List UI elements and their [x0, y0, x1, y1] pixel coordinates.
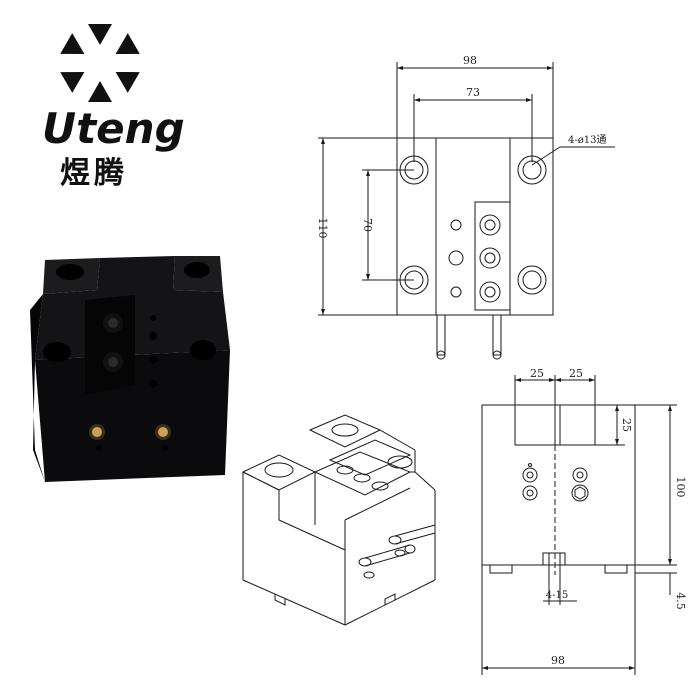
brand-name-chinese: 煜腾	[60, 156, 128, 191]
dim-slot-depth: 25	[620, 418, 633, 432]
dim-overall-height: 110	[316, 218, 329, 239]
product-photo	[30, 256, 230, 482]
dim-right-width: 25	[569, 367, 583, 380]
dim-hole-spacing-x: 73	[466, 86, 480, 99]
dim-hole-spacing-y: 70	[361, 218, 374, 232]
hexagon-triangles-logo-icon	[60, 24, 140, 102]
brand-name-latin: Uteng	[42, 104, 185, 153]
dim-base-width: 98	[551, 654, 565, 667]
isometric-drawing	[241, 414, 436, 626]
dim-overall-width: 98	[463, 54, 477, 67]
dim-bottom-slot: 4-15	[546, 590, 568, 601]
dim-foot: 4.5	[674, 592, 687, 610]
dim-left-width: 25	[530, 367, 544, 380]
top-view-drawing: 98 73 110 70 4-ø13通	[316, 54, 615, 360]
front-view-drawing: 25 25 25 100 4.5 4-15 98	[481, 367, 687, 675]
dim-height: 100	[674, 477, 687, 498]
hole-callout: 4-ø13通	[568, 134, 607, 146]
